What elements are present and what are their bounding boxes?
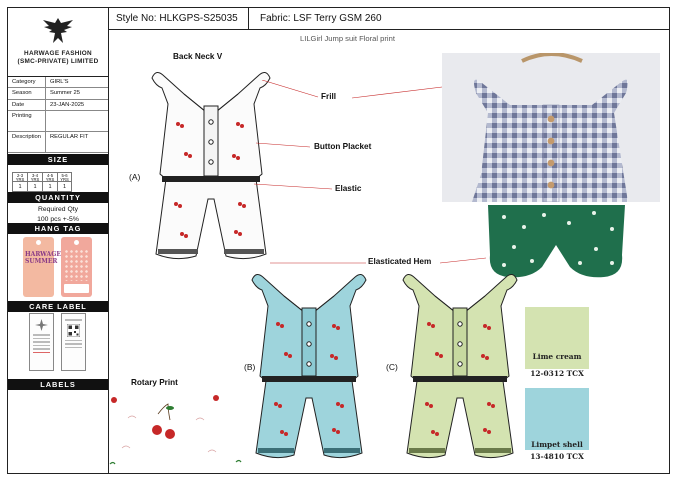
button-icon <box>306 321 312 327</box>
button-icon <box>457 321 463 327</box>
hang-tag-header: HANG TAG <box>8 223 108 234</box>
swatch-name: Lime cream <box>532 352 582 361</box>
sketch-a-white <box>151 72 271 260</box>
care-label-back <box>61 313 86 371</box>
callout-elasticated-hem: Elasticated Hem <box>368 257 432 266</box>
sketch-b-blue <box>251 274 367 459</box>
labels-header: LABELS <box>8 379 108 390</box>
variant-b-label: (B) <box>244 362 256 372</box>
size-header: SIZE <box>8 154 108 165</box>
callout-button-placket: Button Placket <box>314 142 372 151</box>
quantity-header: QUANTITY <box>8 192 108 203</box>
button-icon <box>306 361 312 367</box>
callout-elastic: Elastic <box>335 184 362 193</box>
care-label-header: CARE LABEL <box>8 301 108 312</box>
brand-block: HARWAGE FASHION (SMC-PRIVATE) LIMITED <box>8 8 108 77</box>
style-number: Style No: HLKGPS-S25035 <box>109 8 249 29</box>
tech-pack-sheet: HARWAGE FASHION (SMC-PRIVATE) LIMITED Ca… <box>7 7 670 474</box>
brand-legal: (SMC-PRIVATE) LIMITED <box>17 58 99 65</box>
care-logo-icon <box>35 319 48 331</box>
button-icon <box>547 115 555 123</box>
brand-name: HARWAGE FASHION <box>24 50 92 57</box>
callout-lines <box>253 80 487 264</box>
callout-back-neck: Back Neck V <box>173 52 223 61</box>
callout-frill: Frill <box>321 92 337 101</box>
button-icon <box>457 341 463 347</box>
color-swatch-limpet-shell <box>525 388 589 450</box>
button-icon <box>208 159 214 165</box>
button-icon <box>547 159 555 167</box>
sketch-c-green <box>402 274 518 459</box>
fabric-spec: Fabric: LSF Terry GSM 260 <box>260 13 382 24</box>
quantity-block: Required Qty 100 pcs +-5% <box>8 205 108 225</box>
care-label-front <box>29 313 54 371</box>
sheet-subtitle: LILGirl Jump suit Floral print <box>300 34 395 43</box>
rotary-print-swatch <box>109 395 242 465</box>
header-bar: Style No: HLKGPS-S25035 Fabric: LSF Terr… <box>109 8 670 30</box>
quantity-label: Required Qty <box>37 206 79 213</box>
swatch-name: Limpet shell <box>531 440 583 449</box>
info-column: HARWAGE FASHION (SMC-PRIVATE) LIMITED Ca… <box>8 8 109 473</box>
button-icon <box>208 139 214 145</box>
cherry-icon <box>152 403 175 439</box>
button-icon <box>547 137 555 145</box>
color-swatch-lime-cream <box>525 307 589 369</box>
reference-photo-dress <box>442 53 660 202</box>
button-icon <box>457 361 463 367</box>
button-icon <box>208 119 214 125</box>
reference-photo-shorts <box>484 205 629 285</box>
hang-tag-text: HARWAGE SUMMER <box>25 251 61 265</box>
meta-row-printing: Printing <box>8 110 108 132</box>
quantity-value: 100 pcs +-5% <box>37 216 79 223</box>
qr-code-icon <box>67 323 80 337</box>
swatch-code: 13-4810 TCX <box>530 452 584 461</box>
eagle-logo-icon <box>43 18 73 43</box>
variant-a-label: (A) <box>129 172 141 182</box>
hang-tag-front: HARWAGE SUMMER <box>23 237 61 297</box>
variant-c-label: (C) <box>386 362 398 372</box>
swatch-code: 12-0312 TCX <box>530 369 584 378</box>
button-icon <box>547 181 555 189</box>
button-icon <box>306 341 312 347</box>
callout-rotary-print: Rotary Print <box>131 378 178 387</box>
hang-tag-back <box>61 237 92 297</box>
